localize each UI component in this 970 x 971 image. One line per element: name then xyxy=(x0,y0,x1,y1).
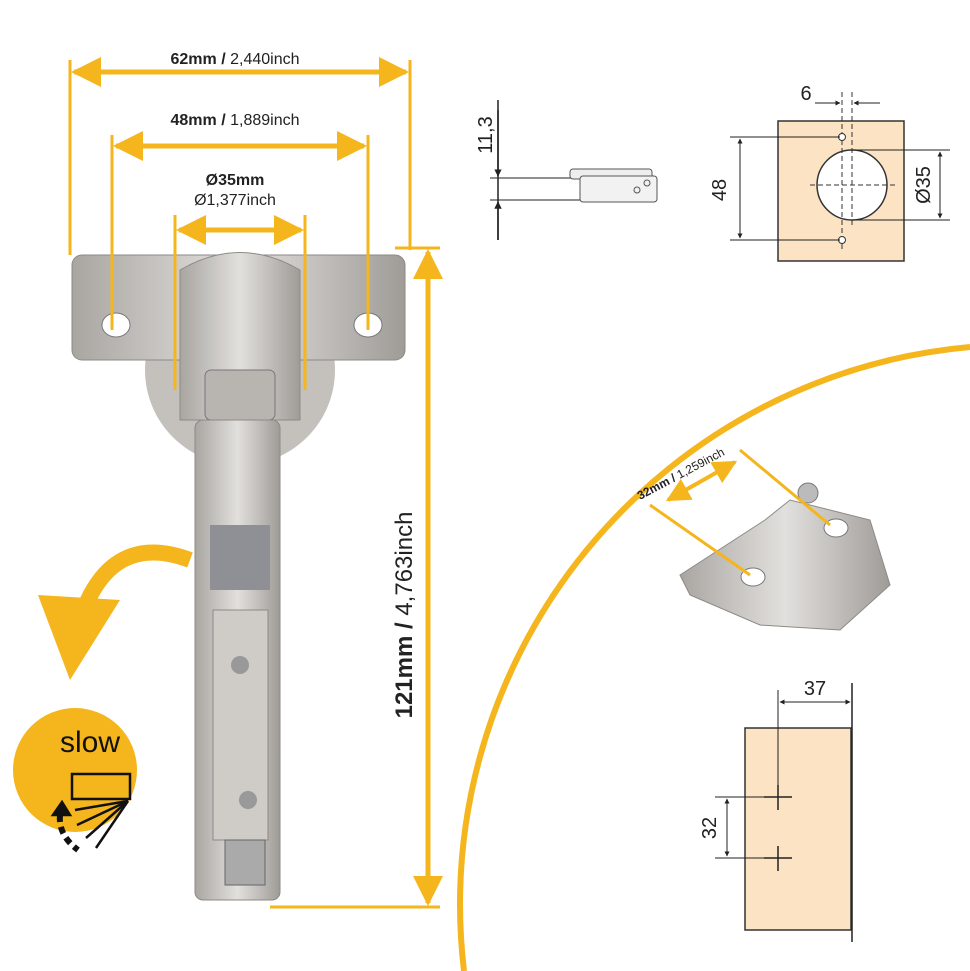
drilling-diagram: 6 48 Ø35 xyxy=(709,83,950,262)
hole-spacing-label: 32 xyxy=(699,817,721,839)
section-arc xyxy=(457,344,970,971)
cup-mm: Ø35mm xyxy=(206,172,265,189)
edge-distance-label: 37 xyxy=(804,678,826,700)
mounting-plate-image xyxy=(679,482,891,631)
plate-spacing-inch: 1,259inch xyxy=(674,445,727,482)
cup-inch: Ø1,377inch xyxy=(194,192,276,209)
hole-spacing-mm: 48mm / xyxy=(171,112,227,129)
side-depth-label: 11,3 xyxy=(475,116,497,153)
cup-diameter-label: Ø35 xyxy=(913,166,935,204)
width-mm: 62mm / xyxy=(171,51,227,68)
svg-text:62mm / 2,440inch: 62mm / 2,440inch xyxy=(171,51,300,68)
height-inch: 4,763inch xyxy=(391,512,418,616)
height-mm: 121mm / xyxy=(391,622,418,718)
plate-spacing-line xyxy=(665,460,738,502)
plate-drilling-diagram: 37 32 xyxy=(699,678,853,942)
slow-label: slow xyxy=(60,726,120,759)
soft-close-badge: slow xyxy=(13,708,137,853)
soft-close-icon xyxy=(50,772,132,853)
svg-text:121mm / 4,763inch: 121mm / 4,763inch xyxy=(391,512,418,719)
width-inch: 2,440inch xyxy=(230,51,299,68)
hinge-image xyxy=(71,252,406,901)
hole-distance-label: 48 xyxy=(709,179,731,201)
hole-spacing-inch: 1,889inch xyxy=(230,112,299,129)
svg-text:48mm / 1,889inch: 48mm / 1,889inch xyxy=(171,112,300,129)
offset-label: 6 xyxy=(800,83,811,105)
side-view-diagram: 11,3 xyxy=(475,100,658,240)
